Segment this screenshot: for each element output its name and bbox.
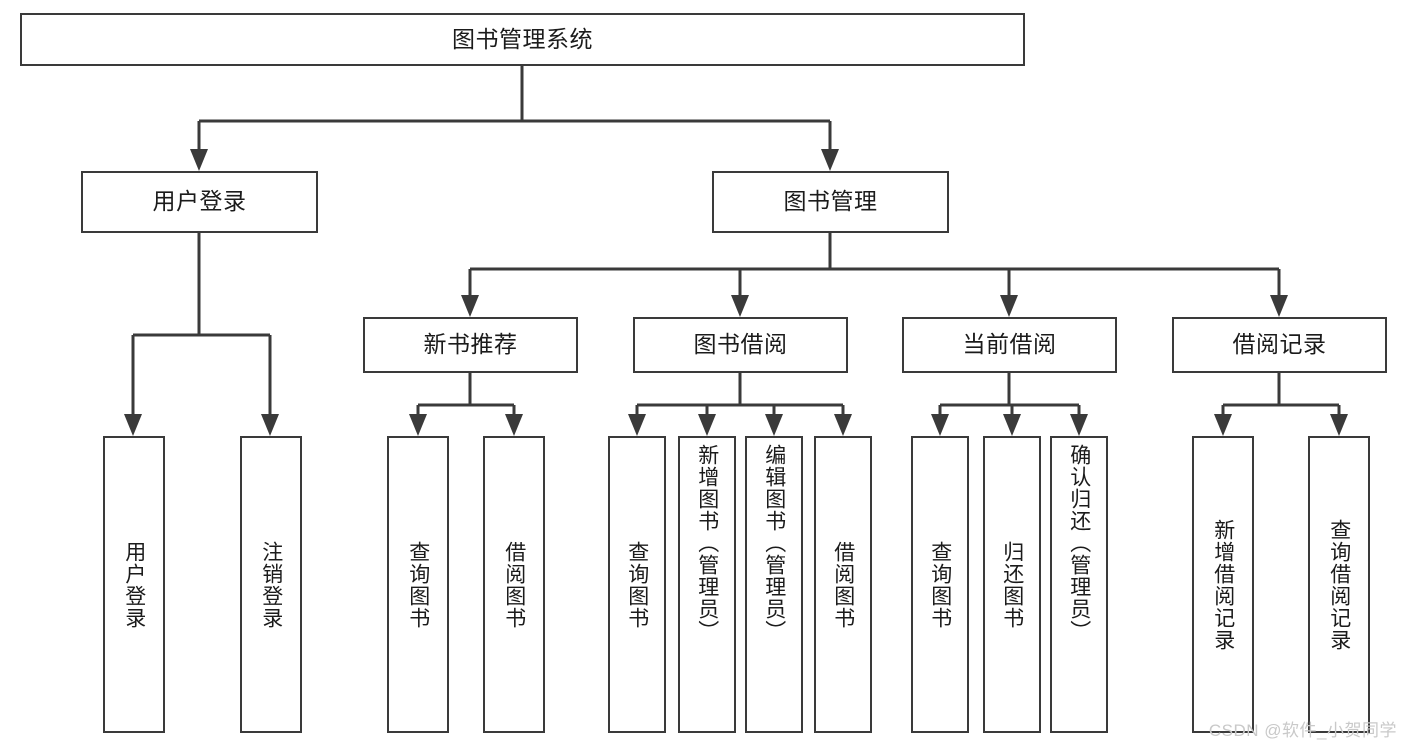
connector-arrowhead-bookmanage-to-level2-2 xyxy=(1000,295,1018,317)
node-leaf-query-book-bb[interactable]: 查询图书 xyxy=(608,436,666,733)
connector-arrowhead-bookmanage-to-level2-3 xyxy=(1270,295,1288,317)
node-new-book-rec[interactable]: 新书推荐 xyxy=(363,317,578,373)
node-leaf-logout[interactable]: 注销登录 xyxy=(240,436,302,733)
connector-arrowhead-currentborrow-to-leaves-0 xyxy=(931,414,949,436)
node-leaf-confirm-return[interactable]: 确认归还（管理员） xyxy=(1050,436,1108,733)
node-label-leaf-borrow-book-rec: 借阅图书 xyxy=(502,540,526,629)
node-leaf-return-book[interactable]: 归还图书 xyxy=(983,436,1041,733)
connector-arrowhead-newbookrec-to-leaves-1 xyxy=(505,414,523,436)
connector-arrowhead-bookborrow-to-leaves-0 xyxy=(628,414,646,436)
node-label-leaf-return-book: 归还图书 xyxy=(1000,540,1024,629)
node-leaf-borrow-book-bb[interactable]: 借阅图书 xyxy=(814,436,872,733)
connector-arrowhead-bookmanage-to-level2-1 xyxy=(731,295,749,317)
node-label-leaf-add-record: 新增借阅记录 xyxy=(1211,518,1235,651)
watermark-text: CSDN @软件_小贺同学 xyxy=(1208,721,1397,740)
node-borrow-record[interactable]: 借阅记录 xyxy=(1172,317,1387,373)
node-leaf-borrow-book-rec[interactable]: 借阅图书 xyxy=(483,436,545,733)
connector-arrowhead-bookborrow-to-leaves-1 xyxy=(698,414,716,436)
node-label-book-manage: 图书管理 xyxy=(783,188,878,215)
node-leaf-add-book[interactable]: 新增图书（管理员） xyxy=(678,436,736,733)
node-root[interactable]: 图书管理系统 xyxy=(20,13,1025,66)
node-label-leaf-add-book: 新增图书（管理员） xyxy=(695,444,719,642)
connector-arrowhead-newbookrec-to-leaves-0 xyxy=(409,414,427,436)
node-label-leaf-borrow-book-bb: 借阅图书 xyxy=(831,540,855,629)
node-book-manage[interactable]: 图书管理 xyxy=(712,171,949,233)
node-user-login[interactable]: 用户登录 xyxy=(81,171,318,233)
node-label-leaf-query-record: 查询借阅记录 xyxy=(1327,518,1351,651)
node-label-leaf-logout: 注销登录 xyxy=(259,540,283,629)
node-label-book-borrow: 图书借阅 xyxy=(693,331,788,358)
node-leaf-add-record[interactable]: 新增借阅记录 xyxy=(1192,436,1254,733)
node-label-borrow-record: 借阅记录 xyxy=(1232,331,1327,358)
node-label-new-book-rec: 新书推荐 xyxy=(423,331,518,358)
connector-arrowhead-currentborrow-to-leaves-1 xyxy=(1003,414,1021,436)
node-label-leaf-query-book-bb: 查询图书 xyxy=(625,540,649,629)
connector-arrowhead-borrowrecord-to-leaves-1 xyxy=(1330,414,1348,436)
node-leaf-query-book-cb[interactable]: 查询图书 xyxy=(911,436,969,733)
node-label-leaf-confirm-return: 确认归还（管理员） xyxy=(1067,444,1091,642)
node-book-borrow[interactable]: 图书借阅 xyxy=(633,317,848,373)
connector-arrowhead-bookborrow-to-leaves-3 xyxy=(834,414,852,436)
node-label-root: 图书管理系统 xyxy=(452,25,593,52)
connector-arrowhead-root-to-level1-1 xyxy=(821,149,839,171)
connector-arrowhead-currentborrow-to-leaves-2 xyxy=(1070,414,1088,436)
connector-arrowhead-bookmanage-to-level2-0 xyxy=(461,295,479,317)
connector-arrowhead-borrowrecord-to-leaves-0 xyxy=(1214,414,1232,436)
connector-arrowhead-root-to-level1-0 xyxy=(190,149,208,171)
connector-arrowhead-userlogin-to-leaves-0 xyxy=(124,414,142,436)
node-label-current-borrow: 当前借阅 xyxy=(962,331,1057,358)
node-label-leaf-query-book-rec: 查询图书 xyxy=(406,540,430,629)
node-leaf-edit-book[interactable]: 编辑图书（管理员） xyxy=(745,436,803,733)
node-current-borrow[interactable]: 当前借阅 xyxy=(902,317,1117,373)
connector-arrowhead-userlogin-to-leaves-1 xyxy=(261,414,279,436)
node-label-leaf-edit-book: 编辑图书（管理员） xyxy=(762,444,786,642)
node-leaf-query-record[interactable]: 查询借阅记录 xyxy=(1308,436,1370,733)
node-leaf-query-book-rec[interactable]: 查询图书 xyxy=(387,436,449,733)
node-leaf-user-login[interactable]: 用户登录 xyxy=(103,436,165,733)
connector-layer xyxy=(124,66,1348,436)
node-label-leaf-query-book-cb: 查询图书 xyxy=(928,540,952,629)
node-label-user-login: 用户登录 xyxy=(152,188,247,215)
node-label-leaf-user-login: 用户登录 xyxy=(122,540,146,629)
connector-arrowhead-bookborrow-to-leaves-2 xyxy=(765,414,783,436)
